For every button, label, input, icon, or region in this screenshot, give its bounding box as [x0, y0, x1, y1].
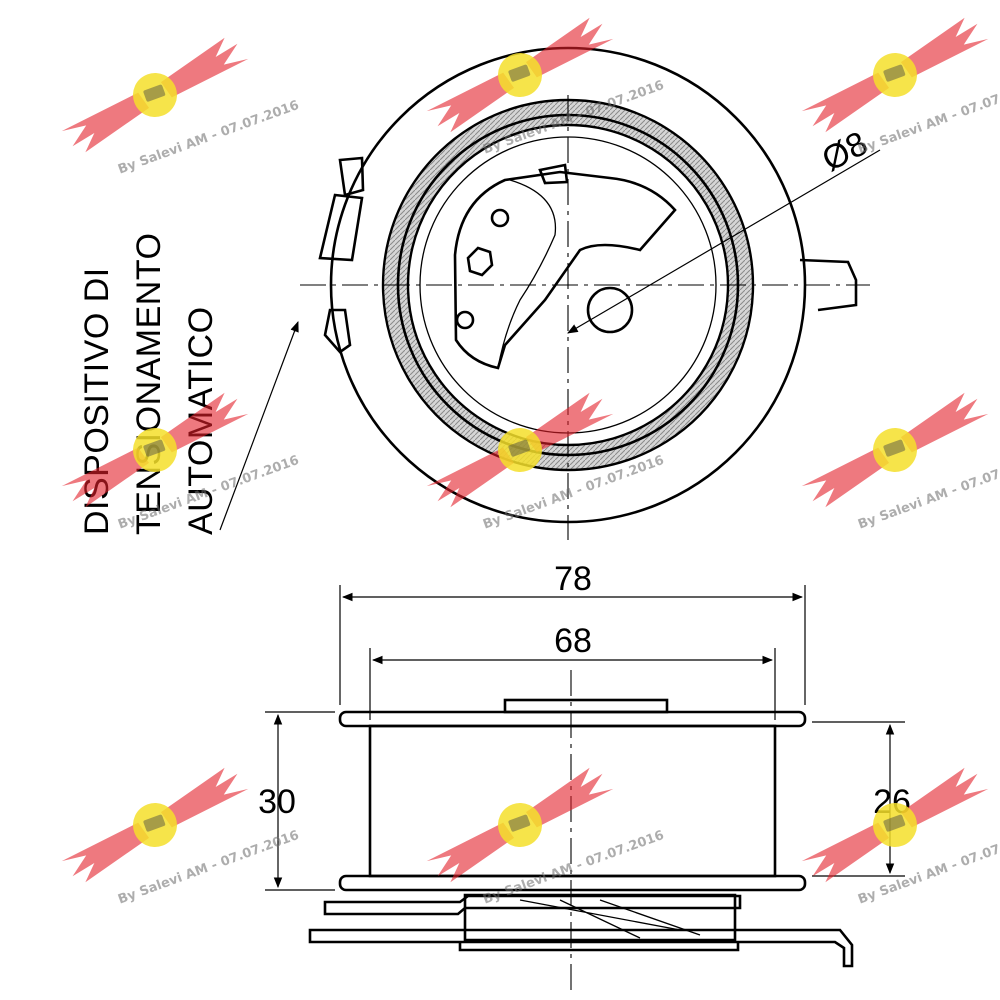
bottom-flange [338, 874, 807, 892]
side-view [308, 670, 854, 990]
watermark-logo: By Salevi AM - 07.07.2016 [61, 767, 301, 908]
inner-width-label: 68 [554, 622, 592, 660]
watermark-logo: By Salevi AM - 07.07.2016 [61, 37, 301, 178]
watermark-logo: By Salevi AM - 07.07.2016 [801, 767, 1000, 908]
small-hole [455, 310, 475, 330]
bearing-ring [381, 98, 755, 472]
outer-width-label: 78 [554, 560, 592, 598]
total-height-label: 30 [258, 783, 296, 821]
dim-inner-width: 68 [369, 622, 776, 720]
title-line-2: TENSIONAMENTO [130, 233, 168, 535]
eccentric-plate [453, 170, 677, 370]
top-view [300, 46, 881, 540]
mounting-tab [799, 258, 858, 312]
small-hole [490, 208, 510, 228]
top-flange [338, 710, 807, 728]
base-plate [323, 894, 742, 916]
dim-total-height: 30 [258, 711, 335, 891]
center-hole [586, 286, 634, 334]
hex-bolt [466, 246, 494, 277]
dim-outer-width: 78 [339, 560, 806, 705]
mounting-tab [338, 156, 365, 197]
watermark-logo: By Salevi AM - 07.07.2016 [801, 392, 1000, 533]
